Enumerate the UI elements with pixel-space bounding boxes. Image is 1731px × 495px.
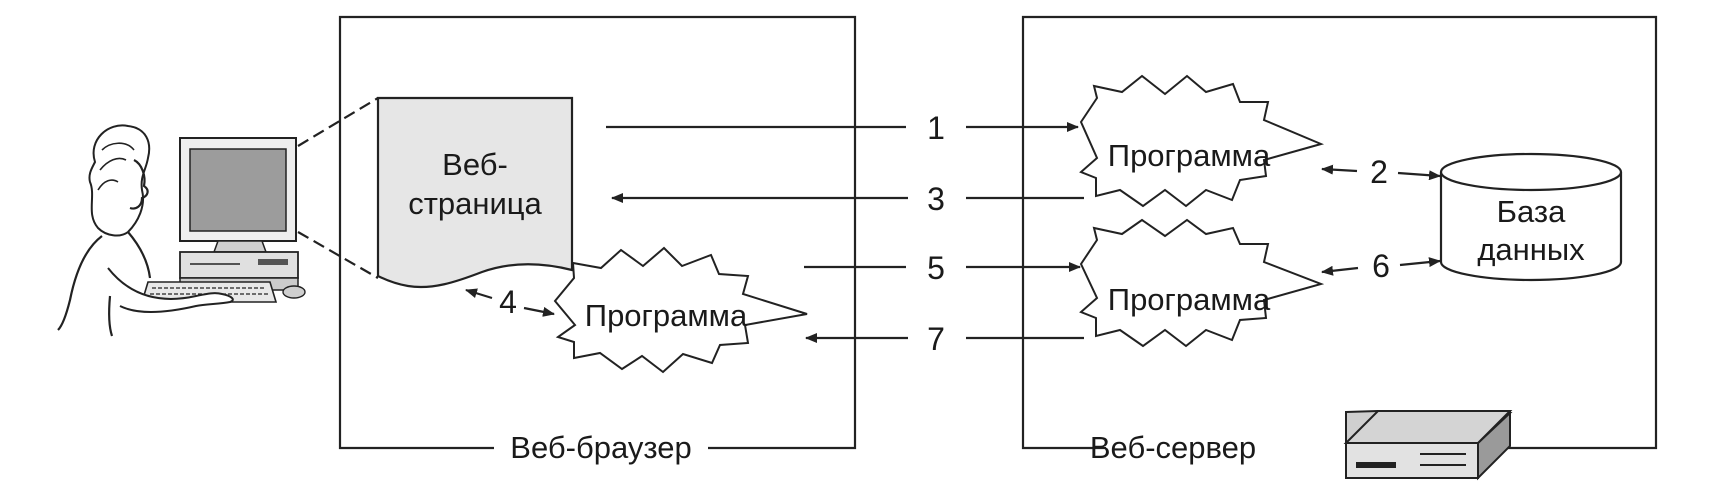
client-program-label: Программа <box>585 298 748 333</box>
projection-line-bottom <box>297 231 379 279</box>
database-label-line2: данных <box>1477 232 1585 267</box>
step-7-number: 7 <box>927 321 945 357</box>
server-hardware-icon <box>1343 409 1513 481</box>
database-cylinder: База данных <box>1439 152 1623 282</box>
web-page-document: Веб- страница <box>376 96 574 289</box>
arrow-step-4-left <box>465 288 493 300</box>
step-5-number: 5 <box>927 250 945 286</box>
arrow-step-2-right <box>1397 170 1441 181</box>
web-browser-frame <box>338 15 857 450</box>
web-browser-label: Веб-браузер <box>510 430 691 465</box>
step-6-number: 6 <box>1372 248 1390 284</box>
user-at-computer-icon <box>57 124 306 337</box>
step-3-number: 3 <box>927 181 945 217</box>
database-label-line1: База <box>1497 194 1566 229</box>
web-server-frame <box>1021 15 1658 450</box>
server-program-top-label: Программа <box>1108 138 1271 173</box>
web-page-label-line1: Веб- <box>442 147 508 182</box>
projection-line-top <box>297 97 379 147</box>
server-program-bottom-burst: Программа <box>1079 218 1325 348</box>
server-program-top-burst: Программа <box>1079 74 1325 208</box>
arrow-step-6-right <box>1399 257 1441 268</box>
web-server-label: Веб-сервер <box>1090 430 1256 465</box>
step-2-number: 2 <box>1370 154 1388 190</box>
client-program-burst: Программа <box>553 246 808 374</box>
arrow-step-2-left <box>1321 164 1358 175</box>
arrow-step-4-right <box>523 306 555 317</box>
server-program-bottom-label: Программа <box>1108 282 1271 317</box>
web-page-label-line2: страница <box>408 186 542 221</box>
step-1-number: 1 <box>927 110 945 146</box>
step-4-number: 4 <box>499 284 517 320</box>
arrow-step-6-left <box>1321 265 1359 276</box>
